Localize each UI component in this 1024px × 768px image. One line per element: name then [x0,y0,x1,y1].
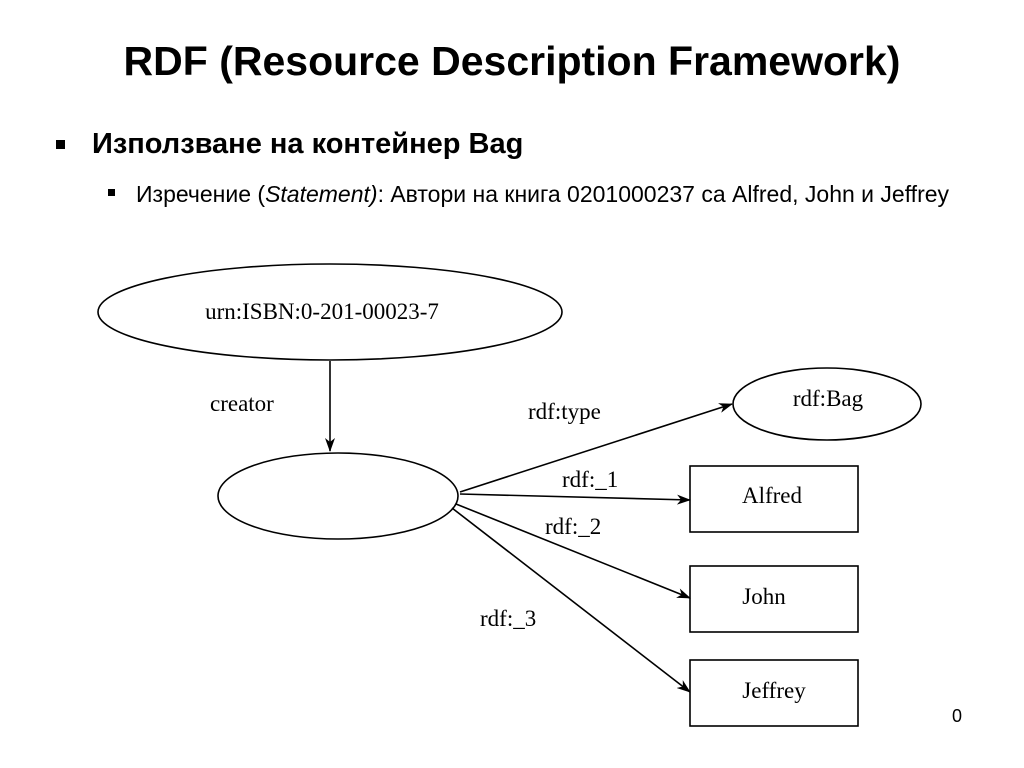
slide-title: RDF (Resource Description Framework) [123,38,901,84]
rdf-bag-node [732,367,922,441]
bullet-level2-text: Изречение (Statement): Автори на книга 0… [136,178,956,210]
statement-rest: : Автори на книга 0201000237 са Alfred, … [377,181,950,207]
jeffrey-label: Jeffrey [742,678,806,703]
member1-edge-label: rdf:_1 [562,467,618,492]
jeffrey-node [689,659,859,727]
page-number: 0 [951,706,962,726]
resource-label: urn:ISBN:0-201-00023-7 [205,299,439,324]
creator-edge-label: creator [210,391,274,416]
member3-edge [451,507,691,693]
bag-node [217,452,459,540]
statement-prefix: Изречение ( [136,181,266,207]
alfred-label: Alfred [742,483,803,508]
member3-edge-label: rdf:_3 [480,606,536,631]
john-label: John [742,584,786,609]
bullet-level1-text: Използване на контейнер Bag [92,128,524,160]
rdf-bag-label: rdf:Bag [793,386,864,411]
statement-emphasis: Statement) [265,181,378,207]
rdf-type-edge-label: rdf:type [528,399,601,424]
member2-edge-label: rdf:_2 [545,514,601,539]
square-bullet-icon [108,189,115,196]
member1-edge [459,493,691,505]
resource-node [97,263,563,361]
john-node [689,565,859,633]
member2-edge [455,503,691,599]
rdf-type-edge [459,403,733,493]
square-bullet-icon [56,140,65,149]
